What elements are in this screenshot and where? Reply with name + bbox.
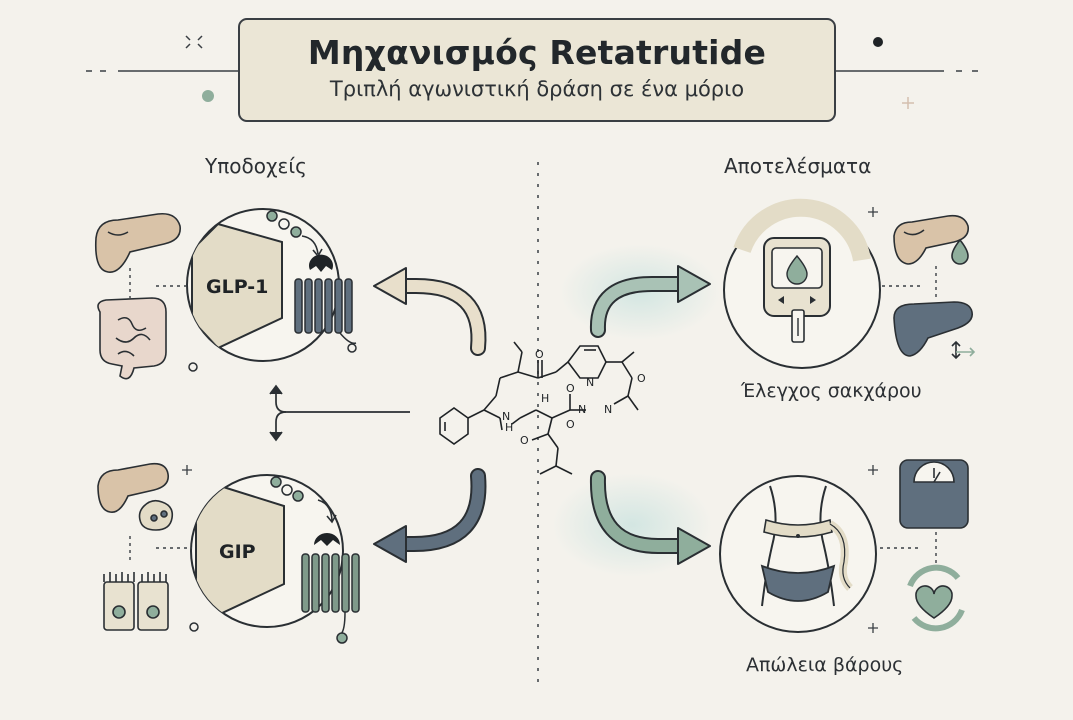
retatrutide-molecule <box>439 341 639 475</box>
atom-label: O <box>566 418 575 431</box>
page-title: Μηχανισμός Retatrutide <box>307 33 767 72</box>
glucose-meter-icon <box>723 198 881 369</box>
arrow-to-gip <box>373 468 487 563</box>
atom-label: N <box>604 403 612 416</box>
intestinal-cells-icon <box>103 572 169 631</box>
arrow-to-weight-loss <box>589 470 711 565</box>
gip-receptor-icon <box>190 474 360 644</box>
gip-label: GIP <box>219 541 256 563</box>
header-decoration <box>86 35 978 109</box>
atom-label: H <box>505 421 513 434</box>
atom-label: O <box>520 434 529 447</box>
weight-loss-label: Απώλεια βάρους <box>746 654 904 676</box>
outcomes-heading: Αποτελέσματα <box>724 154 872 178</box>
arrow-to-glp1 <box>373 267 487 356</box>
sparkle-decoration <box>182 465 192 475</box>
connector-lines <box>129 268 192 562</box>
dot-decoration <box>873 37 883 47</box>
waist-measure-icon <box>719 475 877 633</box>
glp1-receptor-icon <box>186 208 357 362</box>
pancreas-icon <box>94 212 181 273</box>
arrow-to-glucose-control <box>589 265 711 338</box>
molecule-atom-labels: N H N N N H O O O O O <box>502 348 646 447</box>
dot-decoration <box>189 622 199 632</box>
atom-label: N <box>586 376 594 389</box>
heart-cycle-icon <box>907 564 965 632</box>
glp1-label: GLP-1 <box>206 276 269 298</box>
atom-label: N <box>502 410 510 423</box>
atom-label: H <box>541 392 549 405</box>
receptors-heading: Υποδοχείς <box>205 154 307 178</box>
dot-decoration <box>202 90 214 102</box>
liver-icon <box>893 301 976 360</box>
glow-decoration <box>552 473 712 577</box>
intestine-icon <box>97 297 167 380</box>
page-subtitle: Τριπλή αγωνιστική δράση σε ένα μόριο <box>329 77 745 101</box>
atom-label: O <box>566 382 575 395</box>
atom-label: O <box>535 348 544 361</box>
atom-label: O <box>637 372 646 385</box>
dot-decoration <box>188 362 198 372</box>
glucose-control-label: Έλεγχος σακχάρου <box>741 380 922 402</box>
bidirectional-arrow <box>269 384 410 442</box>
atom-label: N <box>578 403 586 416</box>
pancreas-icon <box>97 462 174 531</box>
connector-lines <box>880 266 937 566</box>
pancreas-drop-icon <box>893 214 970 265</box>
title-box: Μηχανισμός Retatrutide Τριπλή αγωνιστική… <box>238 18 836 122</box>
scale-icon <box>899 459 969 529</box>
